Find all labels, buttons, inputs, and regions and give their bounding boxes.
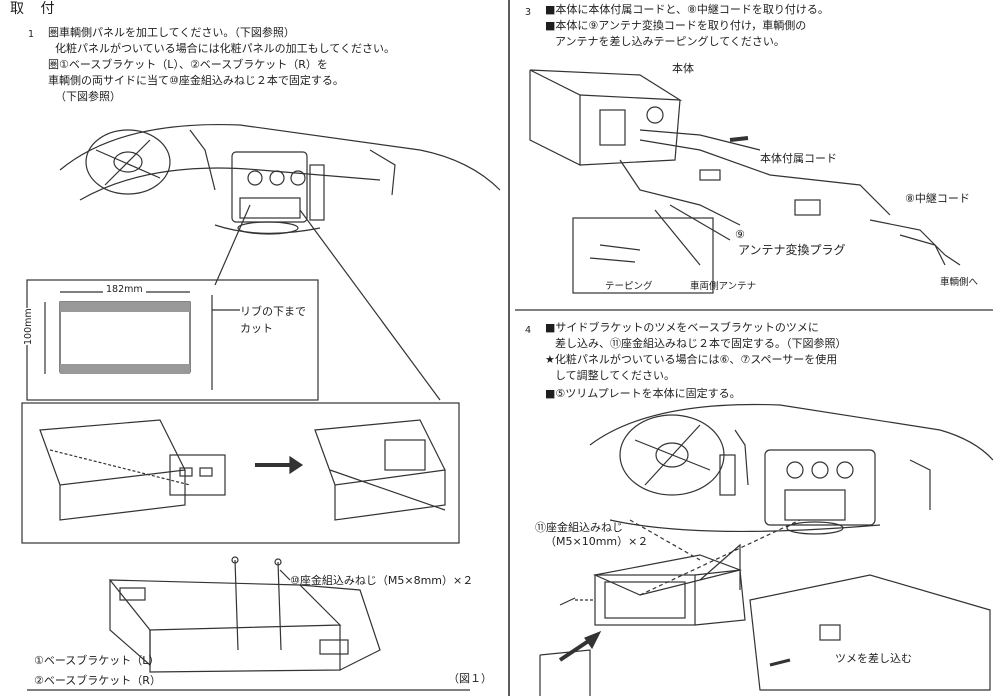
to-vehicle-label: 車輌側へ [940, 277, 979, 288]
step4-line: ■⑤ツリムプレートを本体に固定する。 [545, 387, 741, 400]
step4-line: して調整してください。 [555, 369, 676, 382]
cut-width-dimension: 182mm [103, 283, 146, 297]
step4-line: 差し込み、⑪座金組込みねじ２本で固定する。（下図参照） [555, 337, 847, 350]
cut-diagram-box [26, 279, 319, 401]
antenna-plug-label: アンテナ変換プラグ [738, 243, 846, 257]
screw-label: ⑩座金組込みねじ（M5×8mm）×２ [290, 574, 474, 587]
step4-line: ■サイドブラケットのツメをベースブラケットのツメに [545, 321, 819, 334]
unit-cord-label: 本体付属コード [760, 152, 837, 165]
step1-line: （下図参照） [55, 90, 121, 103]
cut-height-dimension: 100mm [22, 308, 36, 345]
bracket-drawing-before [39, 419, 226, 521]
dashboard-drawing-2 [589, 403, 993, 535]
step-number: 1 [28, 29, 35, 40]
vehicle-antenna-label: 車両側アンテナ [690, 281, 757, 292]
step3-line: ■本体に⑨アンテナ変換コードを取り付け，車輌側の [545, 19, 807, 32]
taping-label: テーピング [605, 281, 653, 292]
step1-line: 車輌側の両サイドに当て⑩座金組込みねじ２本で固定する。 [48, 74, 344, 87]
tab-insert-label: ツメを差し込む [835, 652, 912, 665]
step-number: 4 [525, 325, 532, 336]
taping-inset [572, 217, 714, 294]
step4-line: ★化粧パネルがついている場合には⑥、⑦スペーサーを使用 [545, 353, 838, 366]
cut-note: リブの下まで [240, 305, 306, 318]
step-number: 3 [525, 7, 532, 18]
screw2-label: ⑪座金組込みねじ [535, 521, 623, 534]
step1-line: 圏車輌側パネルを加工してください。（下図参照） [48, 26, 295, 39]
base-bracket-drawing [108, 556, 381, 673]
bracket-assembly-box [21, 402, 460, 544]
bracket-l-label: ①ベースブラケット（L） [34, 654, 160, 667]
section-heading: 取 付 [10, 1, 61, 17]
bracket-r-label: ②ベースブラケット（R） [34, 674, 161, 687]
head-unit-drawing [559, 519, 801, 626]
antenna-number: ⑨ [735, 228, 745, 241]
cut-note: カット [240, 322, 273, 335]
step1-line: 圏①ベースブラケット（L）、②ベースブラケット（R）を [48, 58, 328, 71]
step1-line: 化粧パネルがついている場合には化粧パネルの加工もしてください。 [55, 42, 396, 55]
tab-inset [749, 574, 991, 691]
step3-line: アンテナを差し込みテーピングしてください。 [555, 35, 785, 48]
bracket-drawing-after [314, 419, 446, 521]
figure-label: （図１） [448, 672, 492, 685]
step3-line: ■本体に本体付属コードと、⑧中継コードを取り付ける。 [545, 3, 829, 16]
screw2-spec: （M5×10mm）×２ [545, 535, 649, 548]
unit-label: 本体 [672, 62, 694, 75]
dashboard-drawing-1 [59, 123, 501, 235]
unit-drawing [529, 69, 961, 266]
relay-cord-label: ⑧中継コード [905, 192, 970, 205]
